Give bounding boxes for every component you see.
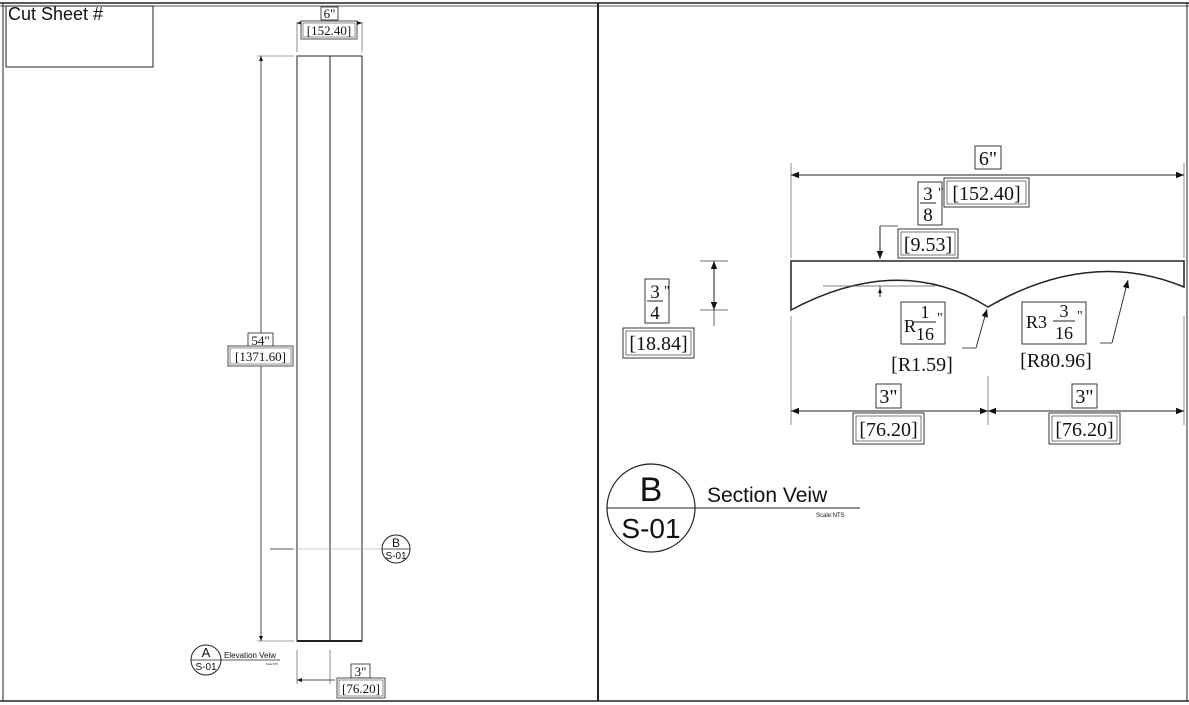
dim-reveal-denominator: 8	[923, 205, 933, 226]
dim-height-imperial: 54"	[251, 333, 269, 348]
dim-right-half-imperial: 3"	[1075, 386, 1093, 408]
radius-small-prefix: R	[904, 316, 916, 336]
dim-bottom-width-metric: [76.20]	[342, 681, 380, 696]
elevation-marker-letter: A	[202, 645, 211, 660]
section-view-scale: Scale:NTS	[816, 513, 845, 519]
dim-reveal-metric: [9.53]	[904, 234, 952, 256]
title-block: Cut Sheet #	[5, 4, 154, 68]
dim-bottom-width: 3" [76.20]	[296, 650, 386, 699]
elevation-view-title: Elevation Veiw	[224, 651, 276, 660]
section-cut-marker[interactable]: B S-01	[270, 534, 411, 564]
elevation-marker-sheet: S-01	[195, 662, 217, 673]
dim-top-width: 6" [152.40]	[296, 6, 363, 52]
section-view: 6" [152.40] 3 8 " [9.53] 3	[606, 145, 1185, 553]
dim-bottom-width-imperial: 3"	[355, 664, 367, 679]
radius-small-denominator: 16	[916, 324, 934, 344]
callout-radius-small: R 1 16 " [R1.59]	[891, 301, 988, 376]
dim-height: 54" [1371.60]	[227, 55, 294, 642]
radius-large-numerator: 3	[1060, 301, 1069, 321]
dim-top-width-imperial: 6"	[324, 6, 336, 21]
radius-small-inch: "	[937, 311, 943, 326]
dim-left-half-metric: [76.20]	[859, 419, 917, 441]
radius-large-metric: [R80.96]	[1020, 350, 1092, 372]
radius-small-metric: [R1.59]	[891, 354, 953, 376]
section-marker-sheet: S-01	[621, 513, 680, 544]
dim-thickness-inch: "	[664, 284, 670, 299]
dim-overall-width-metric: [152.40]	[952, 183, 1020, 205]
dim-overall-width-imperial: 6"	[979, 148, 997, 170]
title-block-label: Cut Sheet #	[8, 4, 103, 24]
dim-reveal-numerator: 3	[923, 184, 933, 205]
section-cut-sheet: S-01	[385, 551, 407, 562]
radius-large-denominator: 16	[1055, 323, 1073, 343]
radius-large-inch: "	[1077, 309, 1083, 324]
radius-small-numerator: 1	[921, 302, 930, 322]
dim-thickness-numerator: 3	[650, 282, 660, 303]
section-marker-letter: B	[640, 471, 663, 509]
dim-half-widths: 3" [76.20] 3" [76.20]	[790, 316, 1185, 445]
dim-thickness-denominator: 4	[650, 303, 660, 324]
radius-large-prefix: R3	[1026, 312, 1047, 332]
dim-overall-width: 6" [152.40]	[790, 145, 1185, 258]
dim-reveal-depth: 3 8 " [9.53]	[876, 181, 959, 297]
dim-reveal-inch: "	[938, 186, 944, 201]
section-profile	[790, 260, 1185, 312]
section-cut-letter: B	[392, 536, 400, 550]
dim-top-width-metric: [152.40]	[307, 23, 351, 38]
section-view-title: Section Veiw	[707, 484, 828, 507]
elevation-view-marker: A S-01 Elevation Veiw Scale:NTS	[190, 644, 280, 676]
dim-thickness-metric: [18.84]	[629, 333, 687, 355]
elevation-view-scale: Scale:NTS	[266, 663, 278, 666]
dim-thickness: 3 4 " [18.84]	[622, 260, 728, 359]
dim-left-half-imperial: 3"	[879, 386, 897, 408]
elevation-view: 6" [152.40] 54" [1371.60] 3" [76.20]	[190, 6, 411, 699]
section-view-marker: B S-01 Section Veiw Scale:NTS	[606, 463, 860, 553]
dim-height-metric: [1371.60]	[235, 349, 286, 364]
dim-right-half-metric: [76.20]	[1055, 419, 1113, 441]
callout-radius-large: R3 3 16 " [R80.96]	[1020, 279, 1130, 372]
